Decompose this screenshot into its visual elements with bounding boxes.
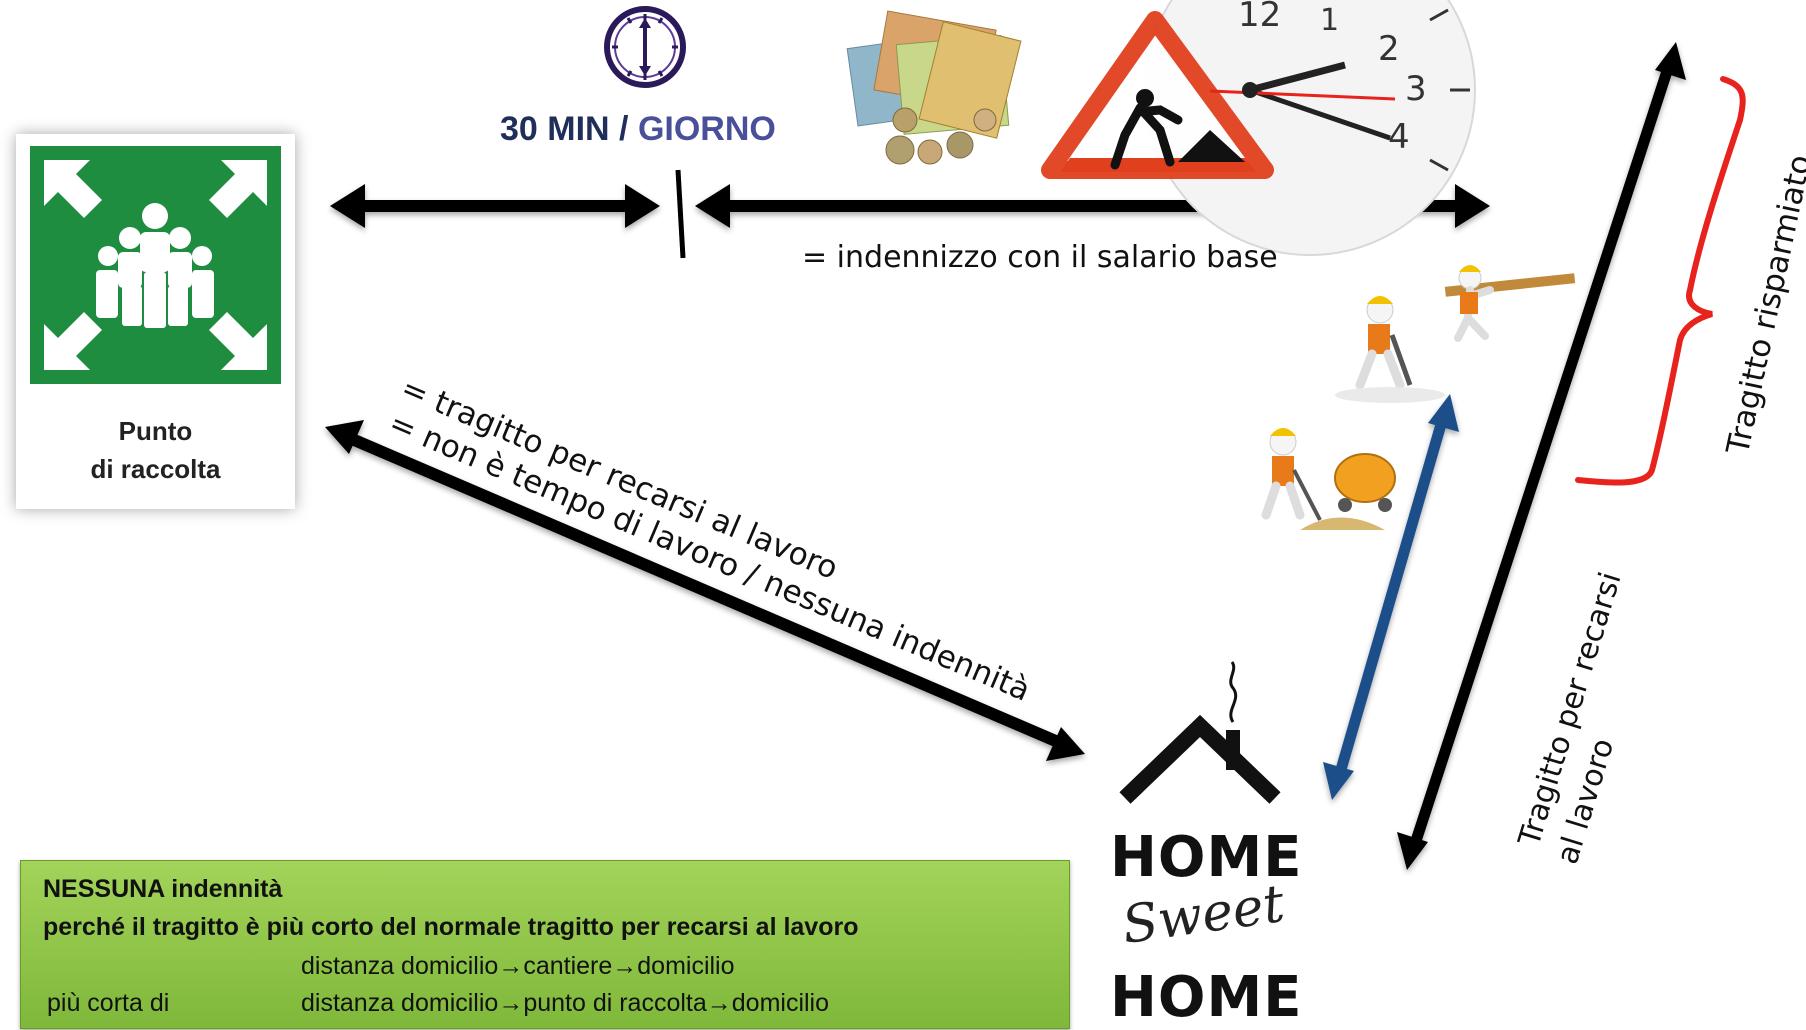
assembly-point-label-line1: Punto <box>118 416 193 446</box>
note-box: NESSUNA indennità perché il tragitto è p… <box>20 860 1070 1029</box>
note-line1: NESSUNA indennità <box>43 875 283 903</box>
note-line4-right: distanza domicilio→punto di raccolta→dom… <box>301 989 830 1017</box>
compensation-label: = indennizzo con il salario base <box>802 240 1278 275</box>
time-per-day-label: 30 MIN / GIORNO <box>500 110 776 149</box>
home-sign-bottom: HOME <box>1110 965 1303 1030</box>
arrow-left-segment <box>330 184 660 228</box>
svg-text:1: 1 <box>1320 3 1339 38</box>
arrow-blue-short <box>1323 394 1459 800</box>
money-icon <box>846 10 1022 165</box>
note-line3: distanza domicilio→cantiere→domicilio <box>301 952 735 980</box>
svg-text:4: 4 <box>1388 117 1410 157</box>
clock-icon <box>604 6 686 88</box>
note-line2: perché il tragitto è più corto del norma… <box>43 913 859 941</box>
home-sign-top: HOME <box>1110 825 1303 890</box>
svg-text:12: 12 <box>1238 0 1281 35</box>
house-icon <box>1119 661 1281 804</box>
assembly-point-label-line2: di raccolta <box>90 454 221 484</box>
time-value: 30 MIN <box>500 110 610 148</box>
time-separator: / <box>609 110 638 148</box>
time-unit: GIORNO <box>637 110 776 148</box>
arrow-work-commute <box>1397 42 1686 870</box>
divider-tick <box>675 169 686 259</box>
roadwork-clock-icon: 12 1 2 3 4 <box>1041 0 1476 256</box>
arrow-commute-diagonal <box>325 420 1085 761</box>
assembly-point-card: Punto di raccolta <box>16 134 295 509</box>
assembly-point-label: Punto di raccolta <box>16 412 295 488</box>
svg-text:2: 2 <box>1378 29 1400 69</box>
worker-figures-icon <box>1261 265 1576 530</box>
assembly-point-icon <box>30 146 281 384</box>
note-line4-left: più corta di <box>47 989 170 1017</box>
svg-text:3: 3 <box>1405 69 1427 109</box>
curly-brace-saved <box>1575 76 1746 486</box>
